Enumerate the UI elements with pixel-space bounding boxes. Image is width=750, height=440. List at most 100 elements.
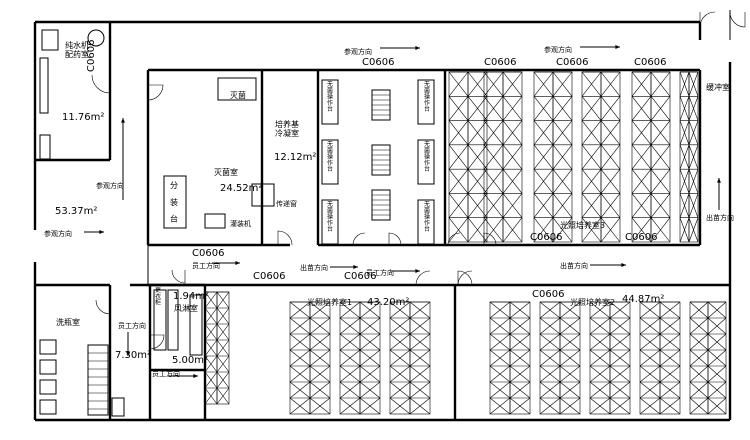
shelf-cell [639,349,661,367]
shelf-cell [389,381,411,399]
prep-room-name: 灭菌室 [214,167,238,177]
shelf-cell [600,217,621,243]
shelf-cell [581,217,602,243]
shelf-cell [483,193,504,218]
shelf-cell [389,333,411,351]
shelf-cell [589,397,611,415]
water-machine [87,29,105,47]
shelf-cell [707,317,727,335]
c2-door-l [457,270,473,286]
shelf-cell [359,381,381,399]
shelf-cell [589,301,611,319]
shelf-cell [688,120,699,145]
shelf-cell [581,71,602,97]
shelf-cell [650,95,671,121]
shelf-cell [289,365,311,383]
shelf-cell [533,71,554,97]
shelf-cell [688,95,699,121]
shelf-cell [559,317,581,335]
exit-direction-label: 出苗方向 [560,261,588,270]
entry-door-left [699,11,716,28]
shelf-cell [359,365,381,383]
locker [153,289,167,351]
shelf-cell [631,144,652,170]
shelf-cell [679,95,690,121]
bench-label-char: 操 [424,213,430,221]
shelf-cell [639,333,661,351]
shelf-cell [559,397,581,415]
sink [41,29,59,51]
buffer-room-name: 缓冲室 [706,82,730,92]
bench-label-char: 操 [424,93,430,101]
shelf-cell [539,317,561,335]
staff-arrow-head [193,374,198,378]
shelf-cell [309,317,331,335]
shelf-cell [639,301,661,319]
dispense-label-char: 装 [170,197,178,207]
shelf-cell [689,301,709,319]
shelf-cell [539,397,561,415]
visit-direction-label: 参观方向 [344,47,372,56]
shelf-cell [339,333,361,351]
shelf-cell [489,317,511,335]
culture2-area: 44.87m² [622,294,664,305]
door-code-label: C0606 [532,289,564,300]
shelf-cell [533,193,554,218]
bench-label-char: 菌 [327,86,333,94]
cold-store-name: 冷凝室 [275,128,299,138]
shelf-cell [204,291,218,309]
locker-label-char: 衣 [155,292,161,300]
shelf-cell [389,397,411,415]
shelf-cell [679,168,690,194]
shelf-cell [309,301,331,319]
shelf-cell [409,317,431,335]
shelf-cell [389,301,411,319]
sink-basin [39,379,57,395]
shelf-cell [483,168,504,194]
shelf-cell [679,144,690,170]
shelf-cell [339,301,361,319]
bench-label-char: 作 [327,219,333,227]
sink-basin [39,399,57,415]
staff-arrow-head [126,351,130,356]
shelf-cell [581,168,602,194]
cold-store-area: 12.12m² [274,152,316,163]
shelf-cell [309,333,331,351]
shelf-cell [409,349,431,367]
staff-direction-label: 员工方向 [366,268,394,277]
shelf-cell [448,120,469,146]
shelf-cell [289,397,311,415]
sterilizer-box [217,77,257,101]
shelf-cell [688,144,699,170]
shelf-cell [509,317,531,335]
shelf-cell [631,193,652,218]
visit-direction-label: 参观方向 [544,45,572,54]
shelf-cell [600,120,621,146]
shelf-cell [533,120,554,146]
door-code-label: C0606 [556,57,588,68]
bench-label-char: 无 [424,81,430,88]
culture3-name: 光照培养室3 [560,220,605,230]
shelf-cell [339,365,361,383]
door-code-label: C0606 [192,248,224,259]
wash-room-name: 洗瓶室 [56,317,80,327]
shelf-cell [552,120,573,146]
pass-window [251,183,275,207]
door-code-label: C0606 [530,232,562,243]
culture2-name: 光照培养室2 [570,297,615,307]
shelf-cell [533,95,554,121]
shelf-cell [502,71,523,97]
shelf-cell [539,333,561,351]
shelf-cell [448,95,469,121]
locker [167,289,179,351]
entry-door-right [729,11,746,28]
bench-label-char: 操 [327,213,333,221]
shelf-cell [707,381,727,399]
shelf-cell [448,217,469,243]
cabinet [39,57,49,114]
shelf-cell [552,95,573,121]
bench [417,139,435,185]
bench-label-char: 台 [424,105,430,113]
bench-label-char: 作 [424,99,430,107]
bench-door-l [352,232,366,246]
